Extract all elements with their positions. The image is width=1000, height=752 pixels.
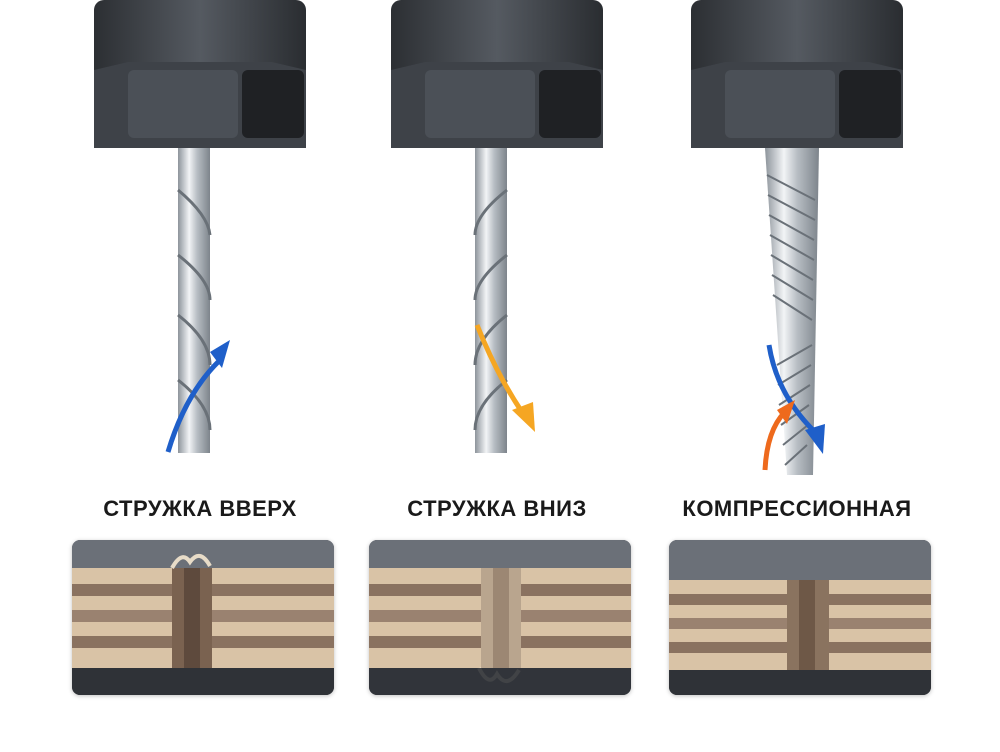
chip-direction-arrow-up-orange xyxy=(762,410,787,471)
cut-sample-upcut xyxy=(72,540,334,695)
cut-sample-compression xyxy=(669,540,931,695)
downcut-bit-illustration xyxy=(391,0,603,453)
bit-shank xyxy=(475,148,507,453)
tool-column-downcut: СТРУЖКА ВНИЗ xyxy=(347,0,647,752)
compression-bit-illustration xyxy=(691,0,903,475)
chip-direction-arrow-up xyxy=(165,360,220,453)
upcut-bit-illustration xyxy=(94,0,306,453)
plywood-cut-compression xyxy=(669,540,931,695)
bit-shank xyxy=(178,148,210,453)
bit-shank xyxy=(765,148,819,475)
plywood-cut-downcut xyxy=(369,540,631,695)
tool-caption: КОМПРЕССИОННАЯ xyxy=(682,496,912,521)
tool-caption: СТРУЖКА ВВЕРХ xyxy=(103,496,297,521)
tool-column-compression: КОМПРЕССИОННАЯ xyxy=(647,0,947,752)
cut-sample-downcut xyxy=(369,540,631,695)
chip-direction-arrow-down xyxy=(474,324,525,414)
tool-column-upcut: СТРУЖКА ВВЕРХ xyxy=(50,0,350,752)
chip-direction-arrow-down-blue xyxy=(766,344,817,434)
tool-caption: СТРУЖКА ВНИЗ xyxy=(407,496,587,521)
plywood-cut-upcut xyxy=(72,540,334,695)
